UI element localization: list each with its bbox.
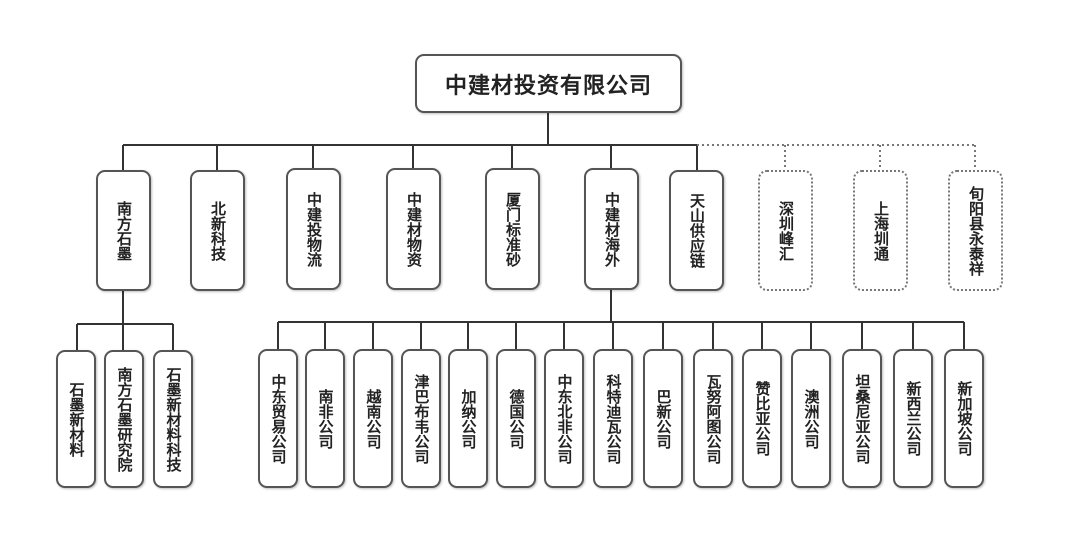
- node-label: 旬阳县永泰祥: [967, 185, 984, 276]
- node-overseas-australia: 澳洲公司: [791, 349, 831, 488]
- node-overseas-south-africa: 南非公司: [305, 349, 345, 488]
- node-label: 中建材物资: [405, 191, 422, 267]
- node-overseas-zimbabwe: 津巴布韦公司: [401, 349, 441, 488]
- node-label: 德国公司: [507, 388, 525, 449]
- node-label: 中建材海外: [603, 191, 620, 267]
- node-label: 新加坡公司: [955, 381, 973, 456]
- node-cnbm-logistics: 中建投物流: [286, 168, 341, 290]
- root-node: 中建材投资有限公司: [415, 54, 682, 113]
- node-graphite-new-materials: 石墨新材料: [56, 350, 96, 488]
- node-cnbm-overseas: 中建材海外: [584, 168, 639, 290]
- node-shanghai-zhentong: 上海圳通: [853, 170, 908, 291]
- node-overseas-vietnam: 越南公司: [353, 349, 393, 488]
- node-overseas-tanzania: 坦桑尼亚公司: [842, 349, 882, 488]
- node-label: 澳洲公司: [802, 388, 820, 449]
- node-cnbm-materials: 中建材物资: [386, 168, 441, 290]
- node-nanfang-graphite-institute: 南方石墨研究院: [104, 350, 144, 488]
- node-shenzhen-fenghui: 深圳峰汇: [758, 170, 813, 291]
- node-overseas-zambia: 赞比亚公司: [742, 349, 782, 488]
- node-label: 赞比亚公司: [753, 381, 771, 456]
- node-nanfang-graphite: 南方石墨: [96, 170, 151, 291]
- node-label: 北新科技: [209, 200, 226, 261]
- node-beixin-tech: 北新科技: [190, 170, 245, 291]
- node-overseas-middle-east-trading: 中东贸易公司: [258, 349, 298, 488]
- node-label: 科特迪瓦公司: [604, 373, 622, 464]
- node-label: 瓦努阿图公司: [704, 373, 722, 464]
- node-graphite-new-materials-tech: 石墨新材料科技: [153, 350, 193, 488]
- node-label: 南非公司: [316, 388, 334, 449]
- node-overseas-singapore: 新加坡公司: [944, 349, 984, 488]
- node-label: 中东北非公司: [555, 373, 573, 464]
- node-xunyang-yongtaixiang: 旬阳县永泰祥: [948, 170, 1003, 291]
- node-label: 中东贸易公司: [269, 373, 287, 464]
- node-overseas-ghana: 加纳公司: [448, 349, 488, 488]
- root-label: 中建材投资有限公司: [444, 72, 652, 98]
- node-xiamen-standard-sand: 厦门标准砂: [485, 168, 540, 290]
- node-overseas-mena: 中东北非公司: [544, 349, 584, 488]
- node-label: 中建投物流: [305, 191, 322, 267]
- node-label: 石墨新材料: [67, 381, 85, 457]
- node-label: 上海圳通: [872, 200, 889, 261]
- node-label: 越南公司: [364, 388, 382, 449]
- node-label: 南方石墨研究院: [115, 366, 133, 472]
- node-overseas-new-zealand: 新西兰公司: [893, 349, 933, 488]
- node-label: 加纳公司: [459, 388, 477, 449]
- node-overseas-png: 巴新公司: [643, 349, 683, 488]
- node-overseas-cote-divoire: 科特迪瓦公司: [593, 349, 633, 488]
- node-overseas-germany: 德国公司: [496, 349, 536, 488]
- node-label: 石墨新材料科技: [164, 366, 182, 472]
- node-label: 坦桑尼亚公司: [853, 373, 871, 464]
- node-overseas-vanuatu: 瓦努阿图公司: [693, 349, 733, 488]
- node-label: 津巴布韦公司: [412, 373, 430, 464]
- node-label: 南方石墨: [115, 200, 132, 261]
- node-label: 巴新公司: [654, 388, 672, 449]
- node-label: 新西兰公司: [904, 381, 922, 456]
- node-label: 天山供应链: [688, 193, 705, 268]
- node-label: 厦门标准砂: [504, 191, 521, 267]
- node-tianshan-supply-chain: 天山供应链: [669, 170, 724, 291]
- node-label: 深圳峰汇: [777, 200, 794, 261]
